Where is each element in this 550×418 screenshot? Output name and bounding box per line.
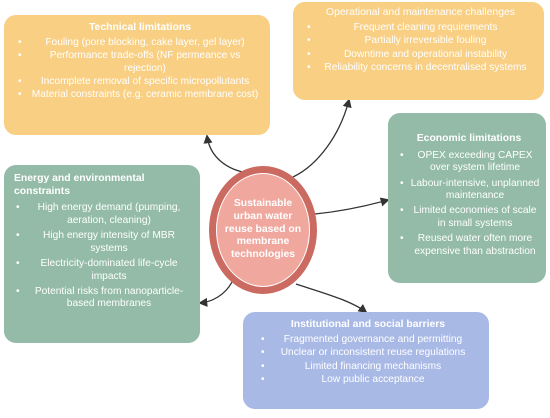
economic-limitations-box: Economic limitations OPEX exceeding CAPE… — [388, 113, 546, 283]
arrow-to-energy — [198, 281, 233, 307]
technical-limitations-box: Technical limitations Fouling (pore bloc… — [4, 15, 270, 135]
list-item: OPEX exceeding CAPEX over system lifetim… — [398, 150, 540, 175]
economic-limitations-title: Economic limitations — [416, 133, 522, 144]
technical-limitations-list: Fouling (pore blocking, cake layer, gel … — [18, 37, 262, 103]
operational-challenges-list: Frequent cleaning requirements Partially… — [303, 22, 538, 75]
list-item: Fouling (pore blocking, cake layer, gel … — [18, 37, 262, 50]
list-item: Labour-intensive, unplanned maintenance — [398, 178, 540, 203]
list-item: Limited financing mechanisms — [253, 361, 483, 374]
list-item: High energy demand (pumping, aeration, c… — [14, 202, 192, 227]
arrow-to-operational — [292, 98, 352, 178]
list-item: Reused water often more expensive than a… — [398, 233, 540, 258]
central-hub: Sustainable urban water reuse based on m… — [216, 173, 310, 287]
arrow-to-technical — [203, 134, 249, 174]
list-item: Frequent cleaning requirements — [303, 22, 538, 35]
arrow-to-economic — [314, 197, 390, 215]
list-item: Reliability concerns in decentralised sy… — [303, 62, 538, 75]
list-item: Potential risks from nanoparticle-based … — [14, 286, 192, 311]
institutional-social-box: Institutional and social barriers Fragme… — [243, 312, 489, 409]
list-item: Electricity-dominated life-cycle impacts — [14, 258, 192, 283]
list-item: Unclear or inconsistent reuse regulation… — [253, 347, 483, 360]
institutional-social-title: Institutional and social barriers — [290, 319, 446, 330]
list-item: Limited economies of scale in small syst… — [398, 205, 540, 230]
technical-limitations-title: Technical limitations — [88, 22, 191, 33]
list-item: Low public acceptance — [253, 374, 483, 387]
list-item: Fragmented governance and permitting — [253, 334, 483, 347]
list-item: Partially irreversible fouling — [303, 35, 538, 48]
list-item: Incomplete removal of specific micropoll… — [18, 76, 262, 89]
economic-limitations-list: OPEX exceeding CAPEX over system lifetim… — [398, 150, 540, 259]
operational-challenges-title: Operational and maintenance challenges — [326, 7, 515, 18]
list-item: High energy intensity of MBR systems — [14, 230, 192, 255]
energy-environmental-title: Energy and environmental constraints — [14, 173, 145, 197]
energy-environmental-box: Energy and environmental constraints Hig… — [4, 165, 200, 343]
list-item: Performance trade-offs (NF permeance vs … — [18, 50, 262, 75]
energy-environmental-list: High energy demand (pumping, aeration, c… — [14, 202, 192, 311]
institutional-social-list: Fragmented governance and permitting Unc… — [253, 334, 483, 387]
central-hub-label: Sustainable urban water reuse based on m… — [224, 198, 302, 261]
list-item: Downtime and operational instability — [303, 49, 538, 62]
list-item: Material constraints (e.g. ceramic membr… — [18, 89, 262, 102]
arrow-to-institutional — [295, 283, 368, 314]
operational-challenges-box: Operational and maintenance challenges F… — [293, 2, 544, 100]
